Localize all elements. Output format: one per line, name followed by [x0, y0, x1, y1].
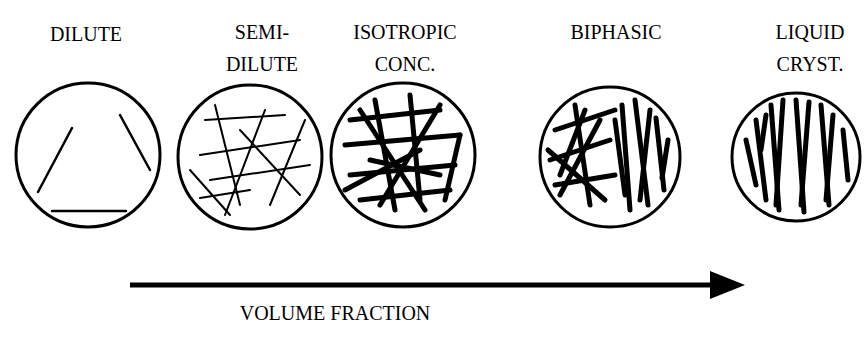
- circle-outline-ring: [178, 85, 322, 229]
- phase-heading: LIQUID CRYST.: [760, 16, 860, 80]
- sample-circle-node: SEMI- DILUTE: [174, 16, 326, 233]
- rod: [662, 140, 668, 178]
- rod: [640, 110, 650, 200]
- rod: [560, 110, 585, 175]
- axis-arrow-head: [710, 271, 745, 299]
- rod: [200, 190, 250, 198]
- circle-outline-ring: [331, 83, 475, 227]
- rod: [120, 115, 150, 170]
- phase-heading: DILUTE: [21, 18, 151, 50]
- rod: [843, 130, 848, 180]
- rod: [38, 128, 72, 192]
- rod: [370, 160, 440, 175]
- sample-circle-node: DILUTE: [12, 18, 164, 231]
- rod: [225, 110, 265, 215]
- rod: [826, 115, 833, 200]
- circle-outline: [174, 81, 326, 233]
- rod: [345, 135, 460, 145]
- rod: [548, 150, 605, 200]
- rod: [215, 105, 240, 205]
- sample-circle-node: LIQUID CRYST.: [728, 16, 864, 225]
- rod: [190, 170, 230, 215]
- circle-outline: [12, 79, 164, 231]
- sample-circle-node: BIPHASIC: [536, 16, 684, 231]
- axis-label: VOLUME FRACTION: [240, 300, 431, 326]
- circle-outline: [728, 89, 864, 225]
- phase-heading: BIPHASIC: [551, 16, 681, 48]
- rod: [746, 140, 756, 185]
- phase-heading: ISOTROPIC CONC.: [330, 16, 480, 80]
- circle-outline-ring: [732, 93, 860, 221]
- rod: [445, 135, 460, 200]
- rod: [52, 210, 126, 213]
- phase-heading: SEMI- DILUTE: [212, 16, 312, 80]
- circle-outline-ring: [16, 83, 160, 227]
- circle-outline: [327, 79, 479, 231]
- rod: [801, 102, 809, 205]
- rod: [360, 190, 450, 200]
- circle-outline-ring: [540, 87, 680, 227]
- rod: [240, 130, 300, 195]
- rod: [776, 100, 783, 205]
- rod: [761, 115, 766, 150]
- rod: [270, 120, 305, 205]
- rod: [615, 120, 625, 195]
- rod: [210, 165, 310, 180]
- axis-arrow-line: [130, 283, 714, 288]
- sample-circle-node: ISOTROPIC CONC.: [327, 16, 479, 231]
- circle-outline: [536, 83, 684, 231]
